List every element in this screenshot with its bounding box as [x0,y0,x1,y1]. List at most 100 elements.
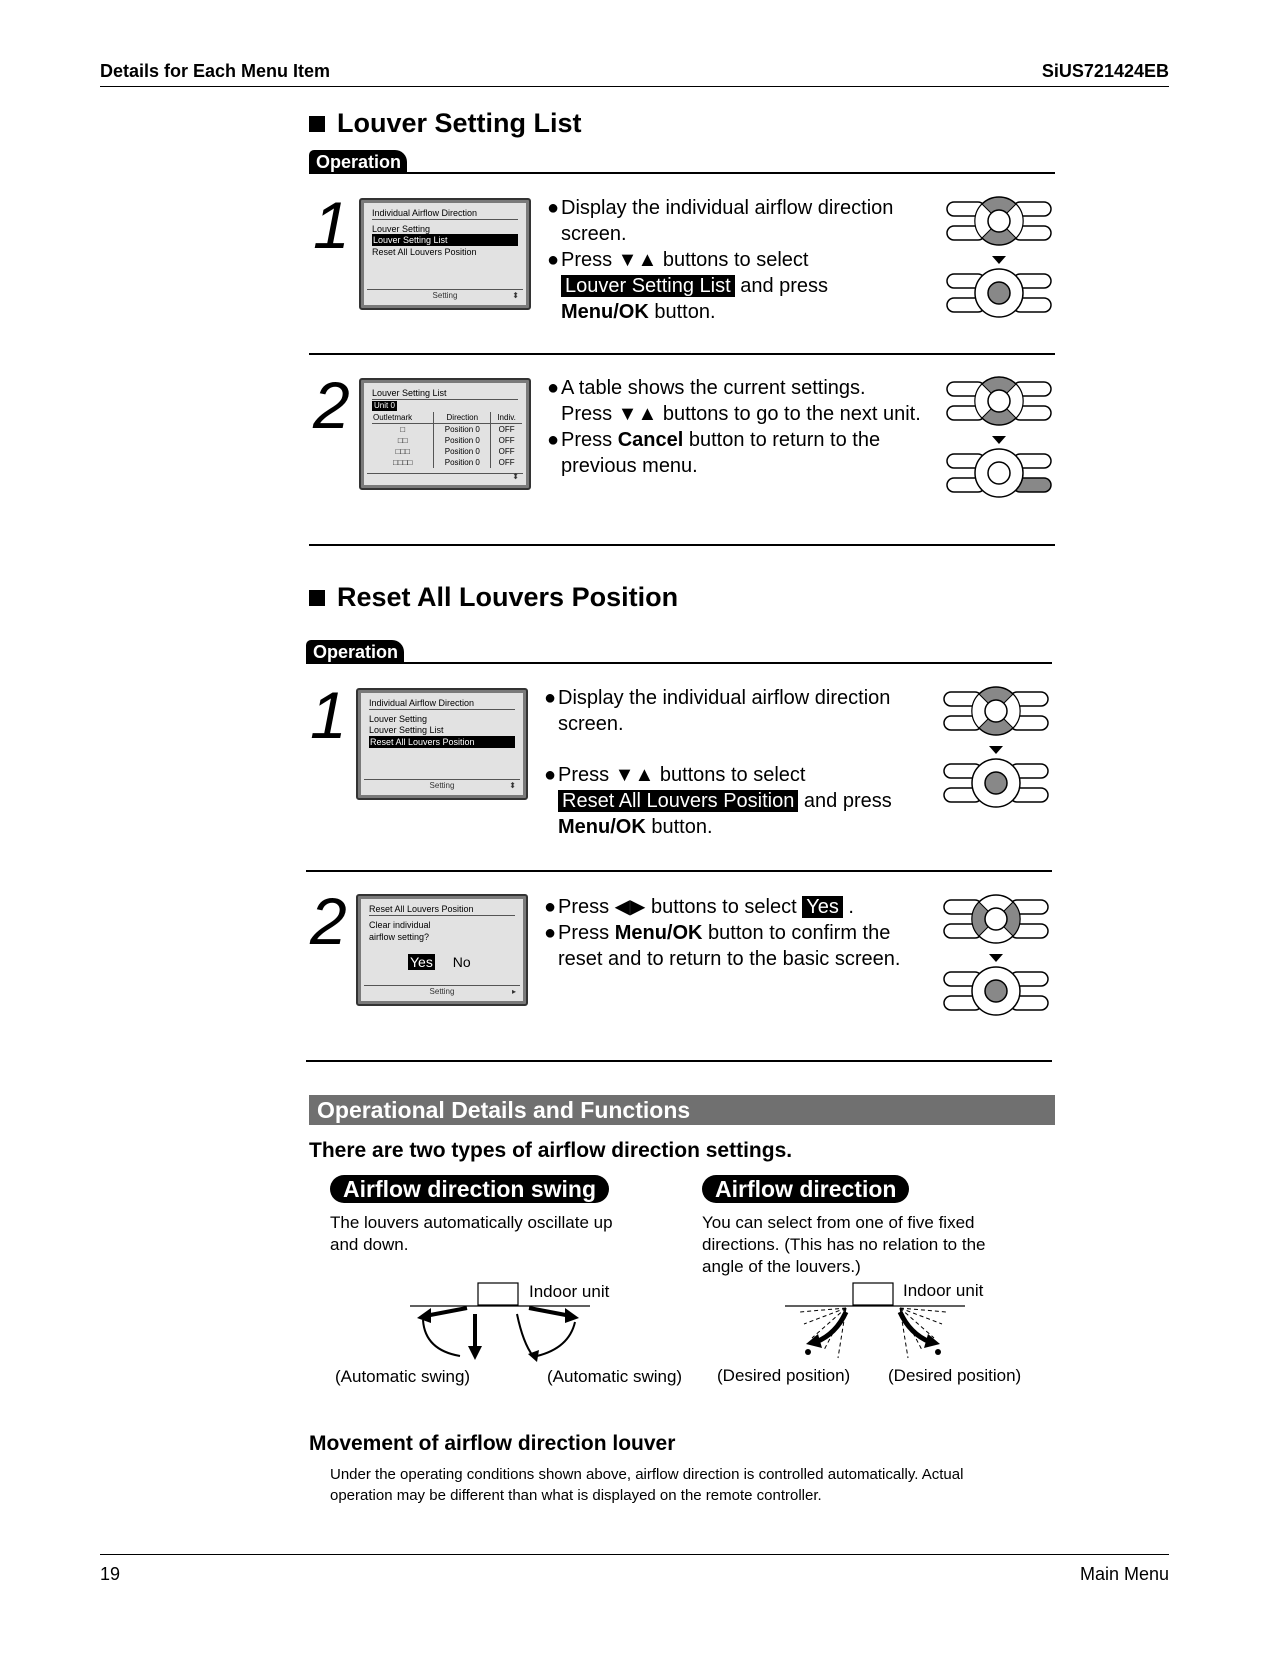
lcd-screen: Louver Setting List Unit 0 Outletmark Di… [359,378,531,490]
bullet-icon: ● [547,197,560,219]
footer-rule [100,1554,1169,1555]
pill-airflow-direction: Airflow direction [702,1175,910,1203]
lcd-menu-item: Reset All Louvers Position [372,247,477,257]
lcd-screen: Reset All Louvers Position Clear individ… [356,894,528,1006]
lcd-yes-option: Yes [408,954,435,970]
details-intro: There are two types of airflow direction… [309,1139,793,1162]
bullet-icon: ● [544,764,557,786]
bold-button-name: Menu/OK [558,816,646,838]
lcd-footer-label: Setting [432,291,458,300]
controller-bottom [946,268,1052,318]
desc-line: You can select from one of five fixed [702,1213,975,1232]
bullet-text: Display the individual airflow direction… [561,197,894,245]
operation-rule [306,662,1052,664]
swing-description: The louvers automatically oscillate up a… [330,1212,670,1256]
lcd-footer-label: Setting [429,987,455,996]
lcd-text: airflow setting? [369,932,430,942]
bullet-icon: ● [547,429,560,451]
page-number: 19 [100,1564,121,1584]
highlight-label: Louver Setting List [561,275,735,297]
section-title-reset-all: Reset All Louvers Position [309,582,678,613]
lcd-menu-item-selected: Reset All Louvers Position [369,736,515,748]
bullet-text: Press ▼▲ buttons to select [561,249,809,271]
bullet-text: and press [740,275,829,297]
updown-icon: ⬍ [509,781,516,790]
desc-line: The louvers automatically oscillate up [330,1213,613,1232]
movement-text: Under the operating conditions shown abo… [330,1464,1060,1506]
updown-icon: ⬍ [512,291,519,300]
step-divider [309,353,1055,355]
section-title-louver-list: Louver Setting List [309,108,582,139]
step-number: 2 [313,368,350,442]
header-rule [100,86,1169,87]
lcd-menu-item: Louver Setting List [369,725,444,735]
lcd-menu-item-selected: Louver Setting List [372,234,518,246]
step-divider [306,870,1052,872]
remote-controller-icon [946,376,1052,498]
movement-title: Movement of airflow direction louver [309,1432,676,1455]
step-number: 2 [310,884,347,958]
lcd-menu-item: Louver Setting [369,714,428,724]
lcd-no-option: No [452,954,471,970]
remote-controller-icon [943,686,1049,808]
caption-automatic-swing: (Automatic swing) [547,1367,683,1386]
highlight-label: Reset All Louvers Position [558,790,799,812]
desc-line: angle of the louvers.) [702,1257,861,1276]
bold-button-name: Menu/OK [614,922,703,944]
bullet-text: Press ▼▲ buttons to go to the next unit. [561,403,921,425]
direction-description: You can select from one of five fixed di… [702,1212,1042,1278]
lcd-menu-item: Louver Setting [372,224,431,234]
indoor-unit-label: Indoor unit [903,1281,984,1300]
section-end-rule [306,1060,1052,1062]
bullet-text: button to confirm the [708,922,891,944]
step-number: 1 [310,678,347,752]
operation-tab: Operation [309,150,408,173]
header-left: Details for Each Menu Item [100,61,331,81]
right-arrow-icon: ▸ [511,987,516,996]
bullet-text: Display the individual airflow direction… [558,687,891,735]
direction-diagram [785,1282,965,1359]
bullet-text: Press [561,429,613,451]
remote-controller-icon [946,196,1052,318]
desc-line: directions. (This has no relation to the [702,1235,986,1254]
section-end-rule [309,544,1055,546]
indoor-unit-label: Indoor unit [529,1282,610,1301]
square-bullet-icon [309,115,325,132]
lcd-text: Clear individual [369,920,431,930]
operation-tab: Operation [306,640,405,663]
swing-diagram [410,1282,590,1362]
bold-button-name: Menu/OK [561,301,649,323]
lcd-title: Individual Airflow Direction [369,697,515,710]
lcd-footer: Setting ⬍ [367,289,523,302]
bullet-text: button. [654,301,716,323]
desc-line: and down. [330,1235,409,1254]
bullet-text: previous menu. [561,455,698,477]
header-right: SiUS721424EB [1041,61,1169,81]
details-band: Operational Details and Functions [309,1095,1055,1125]
lcd-title: Reset All Louvers Position [369,903,515,916]
caption-desired-position: (Desired position) [888,1366,1022,1385]
bullet-icon: ● [547,377,560,399]
lcd-footer: Setting ▸ [364,985,520,998]
bullet-icon: ● [544,922,557,944]
bullet-text: button. [651,816,713,838]
bullet-icon: ● [544,687,557,709]
step-number: 1 [313,188,350,262]
lcd-col-header: Outletmark [373,413,413,422]
bullet-text: and press [803,790,892,812]
lcd-unit-label: Unit 0 [372,401,397,411]
operation-rule [309,172,1055,174]
section-title-text: Louver Setting List [337,108,582,138]
controller-top [946,196,1052,246]
step-text: ●Display the individual airflow directio… [544,685,924,840]
bullet-text: . [848,896,854,918]
lcd-choice: Yes No [408,954,471,970]
bullet-text: A table shows the current settings. [561,377,866,399]
lcd-col-header: Direction [433,412,491,424]
square-bullet-icon [309,589,325,606]
bullet-icon: ● [544,896,557,918]
